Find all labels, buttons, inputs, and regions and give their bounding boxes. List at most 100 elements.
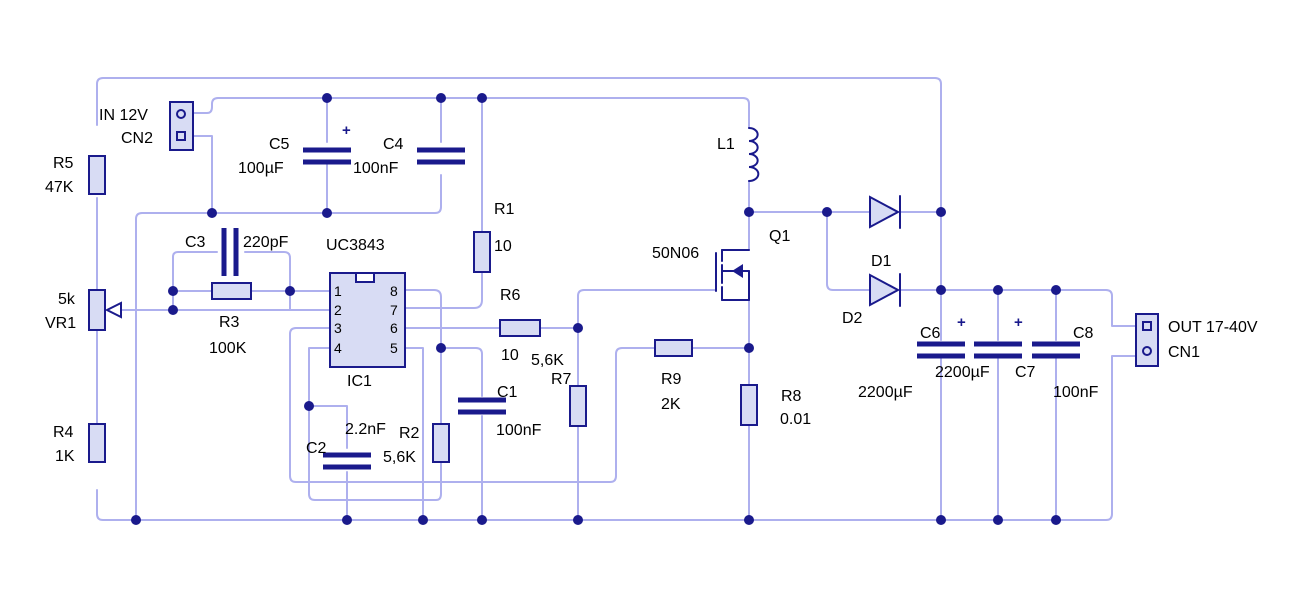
c1-value: 100nF (496, 422, 542, 439)
polarity-mark-c7: + (1014, 314, 1023, 331)
junction-dot (342, 515, 352, 525)
connector-cn1 (1135, 313, 1159, 367)
r6-ref: R6 (500, 287, 521, 304)
polarity-mark-c5: + (342, 122, 351, 139)
resistor-r1 (473, 231, 491, 273)
cn2-ref: CN2 (121, 130, 153, 147)
r1-ref: R1 (494, 201, 515, 218)
c7-value: 2200µF (935, 364, 990, 381)
polarity-mark-c6: + (957, 314, 966, 331)
capacitor-c8 (1032, 341, 1080, 359)
junction-dot (993, 285, 1003, 295)
resistor-r7 (569, 385, 587, 427)
junction-dot (207, 208, 217, 218)
c8-ref: C8 (1073, 325, 1094, 342)
r2-ref: R2 (399, 425, 420, 442)
ic-pin-4: 4 (334, 340, 342, 356)
capacitor-c1 (458, 397, 506, 415)
r7-ref: R7 (551, 371, 572, 388)
r2-value: 5,6K (383, 449, 416, 466)
c4-value: 100nF (353, 160, 399, 177)
capacitor-c4 (417, 147, 465, 165)
potentiometer-vr1 (88, 289, 122, 331)
q1-ref: Q1 (769, 228, 790, 245)
junction-dot (744, 207, 754, 217)
resistor-r5 (88, 155, 106, 195)
junction-dot (285, 286, 295, 296)
inductor-l1 (748, 127, 760, 182)
junctions (131, 93, 1061, 525)
r7-value: 5,6K (531, 352, 564, 369)
r3-ref: R3 (219, 314, 240, 331)
ic1-part: UC3843 (326, 237, 385, 254)
c2-value: 2.2nF (345, 421, 386, 438)
resistor-r2 (432, 423, 450, 463)
ic-pin-6: 6 (390, 320, 398, 336)
resistor-r3 (211, 282, 252, 300)
d2-ref: D2 (842, 310, 863, 327)
ic-pin-8: 8 (390, 283, 398, 299)
resistor-r6 (499, 319, 541, 337)
resistor-r4 (88, 423, 106, 463)
mosfet-q1 (715, 249, 750, 301)
r6-value: 10 (501, 347, 519, 364)
ic-pin-5: 5 (390, 340, 398, 356)
ic-pin-2: 2 (334, 302, 342, 318)
output-voltage-label: OUT 17-40V (1168, 319, 1258, 336)
junction-dot (936, 207, 946, 217)
resistor-r9 (654, 339, 693, 357)
r8-ref: R8 (781, 388, 802, 405)
junction-dot (168, 286, 178, 296)
ic-pin-3: 3 (334, 320, 342, 336)
junction-dot (1051, 515, 1061, 525)
wires (96, 77, 1144, 521)
junction-dot (436, 343, 446, 353)
junction-dot (477, 93, 487, 103)
r1-value: 10 (494, 238, 512, 255)
ic-uc3843: 1 2 3 4 8 7 6 5 (329, 272, 406, 368)
c5-ref: C5 (269, 136, 290, 153)
c2-ref: C2 (306, 440, 327, 457)
junction-dot (822, 207, 832, 217)
vr1-value: 5k (58, 291, 76, 308)
capacitor-c7 (974, 341, 1022, 359)
junction-dot (322, 208, 332, 218)
resistor-r8 (740, 384, 758, 426)
r4-value: 1K (55, 448, 75, 465)
junction-dot (1051, 285, 1061, 295)
capacitor-c6 (917, 341, 965, 359)
c3-value: 220pF (243, 234, 289, 251)
l1-ref: L1 (717, 136, 735, 153)
junction-dot (993, 515, 1003, 525)
junction-dot (477, 515, 487, 525)
d1-ref: D1 (871, 253, 892, 270)
connector-cn2 (169, 101, 194, 151)
cn1-ref: CN1 (1168, 344, 1200, 361)
junction-dot (131, 515, 141, 525)
ic-pin-7: 7 (390, 302, 398, 318)
r5-value: 47K (45, 179, 74, 196)
input-voltage-label: IN 12V (99, 107, 148, 124)
junction-dot (936, 285, 946, 295)
junction-dot (322, 93, 332, 103)
c1-ref: C1 (497, 384, 518, 401)
r9-ref: R9 (661, 371, 682, 388)
c6-value: 2200µF (858, 384, 913, 401)
c8-value: 100nF (1053, 384, 1099, 401)
diode-d1 (869, 195, 901, 229)
r3-value: 100K (209, 340, 247, 357)
junction-dot (936, 515, 946, 525)
junction-dot (573, 323, 583, 333)
diode-d2 (869, 273, 901, 307)
junction-dot (436, 93, 446, 103)
capacitor-c3 (221, 228, 239, 276)
c5-value: 100µF (238, 160, 284, 177)
r8-value: 0.01 (780, 411, 811, 428)
c6-ref: C6 (920, 325, 941, 342)
q1-part: 50N06 (652, 245, 699, 262)
r9-value: 2K (661, 396, 681, 413)
junction-dot (573, 515, 583, 525)
c7-ref: C7 (1015, 364, 1036, 381)
junction-dot (744, 515, 754, 525)
